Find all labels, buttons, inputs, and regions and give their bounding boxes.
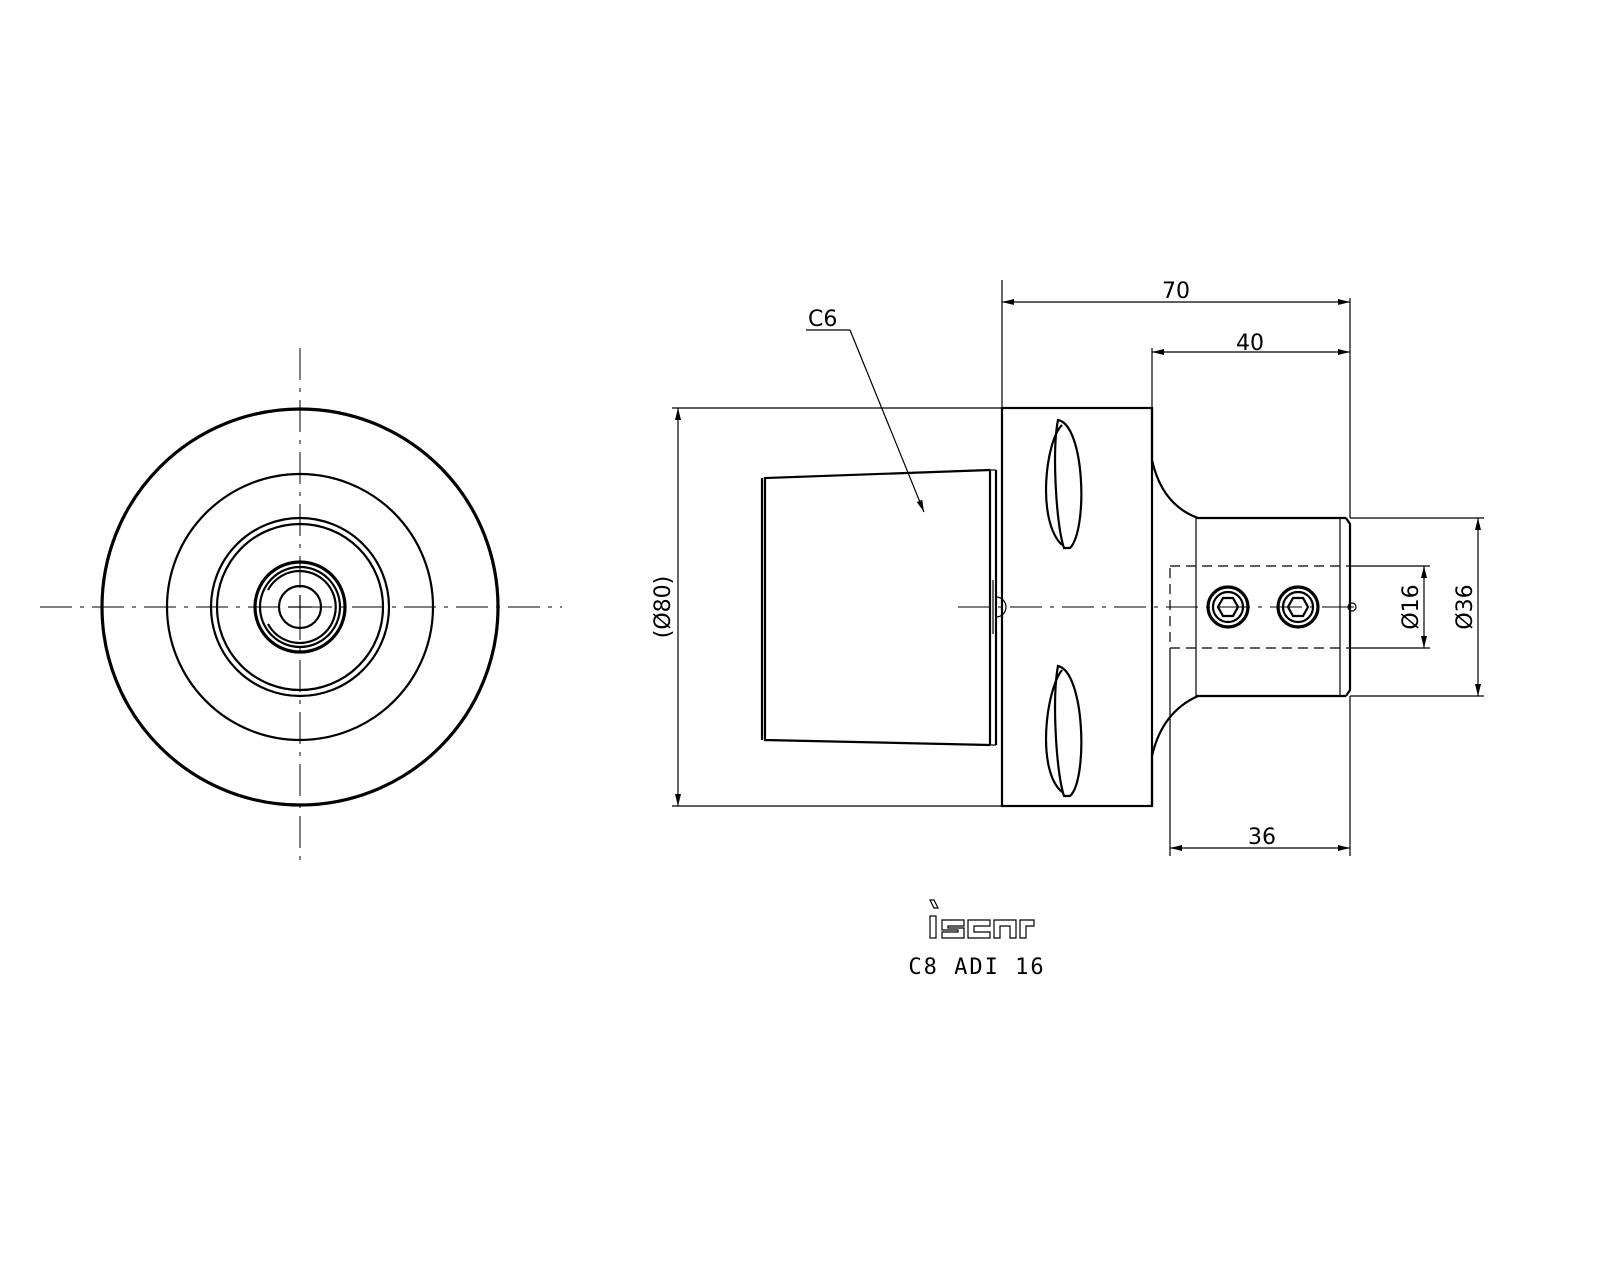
dim-text-36-length: 36 [1248, 825, 1276, 850]
drive-pin-detail [995, 596, 1007, 618]
c6-callout: C6 [806, 307, 925, 513]
shank-outer-circle [209, 516, 391, 698]
lower-clamp-groove [1054, 664, 1083, 798]
bore-outer-ring [253, 560, 347, 654]
dimension-lines: 70 40 36 (Ø80) Ø16 Ø36 [651, 279, 1484, 856]
coolant-hole [1347, 602, 1357, 612]
shank-inner-circle [215, 522, 385, 692]
front-view [40, 348, 562, 866]
dim-text-40: 40 [1236, 331, 1264, 356]
side-view [760, 406, 1358, 808]
dim-text-16: Ø16 [1399, 584, 1424, 629]
hidden-bore [1169, 565, 1351, 649]
clamp-screw-1 [1206, 585, 1250, 629]
flange-body [1000, 406, 1154, 808]
bore-keyway-ring [267, 569, 337, 645]
outer-diameter-circle [100, 407, 500, 807]
dim-text-36-diameter: Ø36 [1453, 584, 1478, 629]
shank-end-face [1345, 517, 1352, 697]
callout-label: C6 [808, 307, 837, 332]
lower-clamp-groove-inner [1044, 669, 1063, 793]
flange-face-circle [165, 472, 435, 742]
part-number: C8 ADI 16 [908, 955, 1045, 980]
upper-clamp-groove-inner [1044, 424, 1063, 546]
bore-circle [277, 584, 323, 630]
clamp-screw-2 [1276, 585, 1320, 629]
iscar-logo [929, 899, 1035, 939]
dim-text-70: 70 [1162, 279, 1190, 304]
dim-text-80: (Ø80) [651, 576, 676, 638]
bore-ring [258, 565, 342, 649]
lower-fillet [1150, 694, 1199, 806]
upper-clamp-groove [1054, 418, 1083, 550]
callout-leader [849, 329, 925, 513]
title-block: C8 ADI 16 [908, 899, 1045, 980]
taper-shank-outline [763, 468, 991, 747]
upper-fillet [1150, 408, 1199, 520]
